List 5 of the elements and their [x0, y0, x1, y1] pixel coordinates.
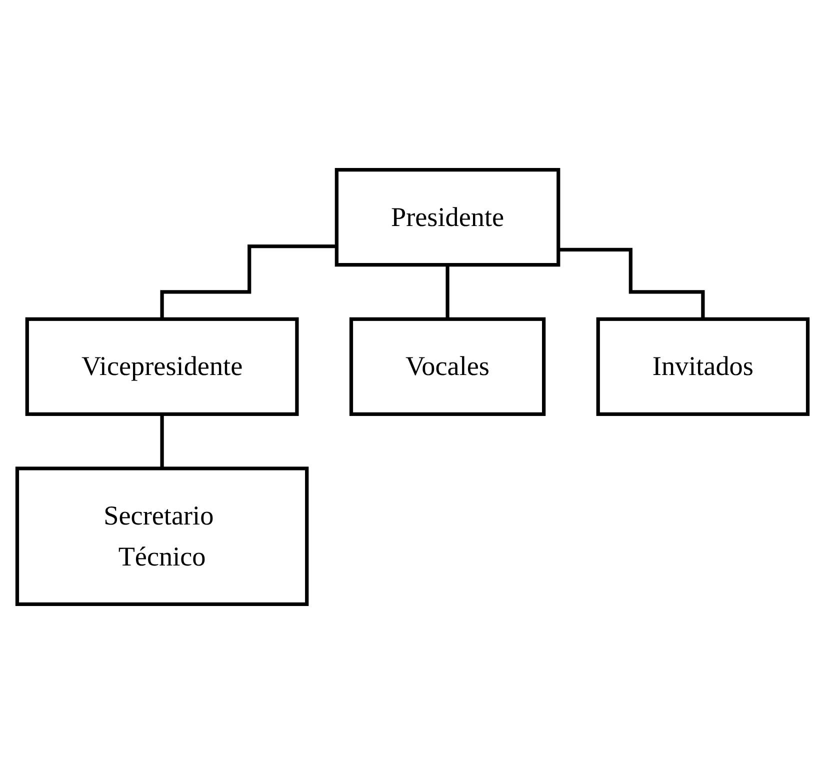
- node-box: Invitados: [596, 317, 810, 416]
- node-box: Secretario Técnico: [15, 466, 309, 606]
- node-box: Vocales: [349, 317, 546, 416]
- node-box: Vicepresidente: [25, 317, 299, 416]
- node-box: Presidente: [334, 168, 560, 267]
